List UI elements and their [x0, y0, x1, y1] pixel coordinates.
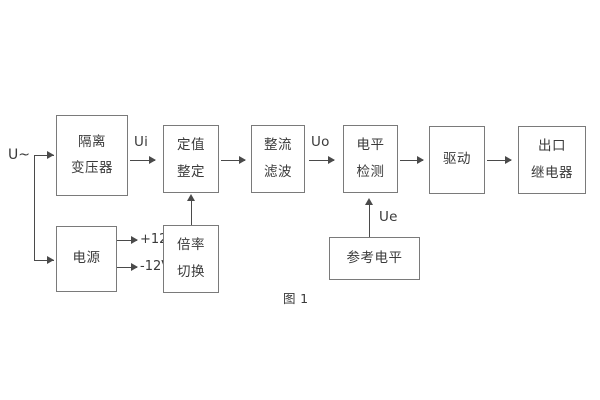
- block-rectify-filter-line-2: 滤波: [264, 163, 292, 180]
- arrowhead-to-setting-value-bottom: [187, 194, 195, 201]
- connector-power-supply-positive-rail: [117, 240, 137, 241]
- signal-label-ue: Ue: [379, 209, 398, 225]
- arrowhead-positive-rail: [131, 236, 138, 244]
- block-reference-level-line-1: 参考电平: [346, 249, 403, 266]
- block-isolation-transformer-line-1: 隔离: [78, 133, 106, 150]
- block-power-supply-line-1: 电源: [72, 250, 101, 267]
- arrowhead-to-level-detection: [328, 156, 335, 164]
- figure-caption: 图 1: [283, 291, 309, 306]
- connector-level-detection-to-driver: [400, 160, 423, 161]
- block-reference-level[interactable]: 参考电平: [329, 237, 420, 280]
- block-isolation-transformer-line-2: 变压器: [71, 160, 113, 176]
- block-rectify-filter-line-1: 整流: [264, 137, 292, 153]
- arrowhead-to-power-supply: [47, 256, 54, 264]
- connector-source-to-transformer: [34, 155, 54, 156]
- block-multiplier-switch-line-2: 切换: [177, 263, 205, 280]
- block-power-supply[interactable]: 电源: [56, 226, 117, 292]
- block-setting-value-line-1: 定值: [177, 137, 205, 153]
- block-level-detection[interactable]: 电平 检测: [343, 125, 398, 193]
- connector-multiplier-to-setting-value: [191, 200, 192, 225]
- arrowhead-to-level-detection-bottom: [365, 198, 373, 205]
- block-multiplier-switch-line-1: 倍率: [177, 237, 205, 253]
- connector-setting-value-to-rectify: [221, 160, 245, 161]
- connector-source-branch-vertical: [34, 155, 35, 260]
- block-output-relay-line-1: 出口: [538, 138, 566, 154]
- arrowhead-to-rectify-filter: [239, 156, 246, 164]
- block-output-relay-line-2: 继电器: [531, 164, 573, 181]
- label-negative-rail: -12V: [140, 259, 171, 274]
- arrowhead-to-output-relay: [505, 156, 512, 164]
- signal-label-ui: Ui: [134, 134, 149, 150]
- source-label-u: U~: [8, 147, 30, 163]
- block-level-detection-line-1: 电平: [356, 137, 385, 153]
- connector-transformer-to-setting-value: [130, 160, 155, 161]
- connector-source-to-power-supply: [34, 260, 54, 261]
- block-output-relay[interactable]: 出口 继电器: [518, 126, 586, 194]
- connector-reference-to-level-detection: [369, 205, 370, 237]
- block-driver-line-1: 驱动: [443, 151, 471, 168]
- block-multiplier-switch[interactable]: 倍率 切换: [163, 225, 219, 293]
- arrowhead-to-driver: [417, 156, 424, 164]
- block-setting-value-line-2: 整定: [177, 163, 205, 180]
- arrowhead-to-transformer: [47, 151, 54, 159]
- arrowhead-negative-rail: [131, 263, 138, 271]
- block-rectify-filter[interactable]: 整流 滤波: [251, 125, 305, 193]
- connector-power-supply-negative-rail: [117, 267, 137, 268]
- block-setting-value[interactable]: 定值 整定: [163, 125, 219, 193]
- signal-label-uo: Uo: [311, 134, 330, 150]
- arrowhead-to-setting-value: [149, 156, 156, 164]
- block-level-detection-line-2: 检测: [356, 163, 385, 180]
- block-isolation-transformer[interactable]: 隔离 变压器: [56, 115, 128, 196]
- block-driver[interactable]: 驱动: [429, 126, 485, 194]
- connector-rectify-to-level-detection: [309, 160, 334, 161]
- connector-driver-to-output-relay: [487, 160, 511, 161]
